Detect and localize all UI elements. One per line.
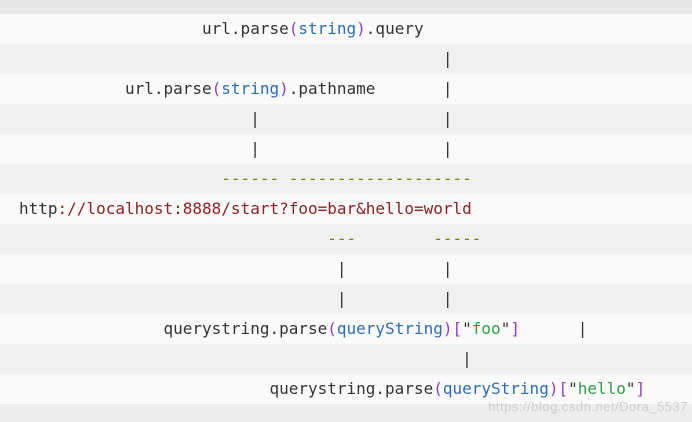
code-segment: ]	[510, 319, 520, 338]
code-segment: [	[558, 379, 569, 398]
code-segment: (	[433, 379, 443, 398]
code-line-15	[0, 404, 692, 422]
code-segment: -------------------	[279, 169, 472, 188]
code-segment: url.parse	[19, 19, 289, 38]
code-segment: .pathname	[288, 79, 376, 98]
code-segment: |	[375, 79, 453, 98]
code-segment: ------	[19, 169, 280, 188]
code-segment: |	[19, 259, 347, 278]
code-segment: "	[500, 319, 511, 338]
code-segment: "	[625, 379, 636, 398]
code-segment: |	[19, 139, 260, 158]
code-segment: |	[19, 349, 472, 368]
code-segment: |	[519, 319, 588, 338]
code-segment: string	[298, 19, 357, 38]
code-segment: "	[462, 319, 472, 338]
code-segment: .query	[365, 19, 424, 38]
code-segment: |	[259, 139, 453, 158]
code-segment: url.parse	[19, 79, 212, 98]
code-segment: ://localhost:8888/start?foo=bar&hello=wo…	[57, 199, 472, 218]
code-line-14: querystring.parse(queryString)["hello"]	[0, 374, 692, 404]
code-segment: )	[356, 19, 366, 38]
code-line-10: | |	[0, 254, 692, 284]
code-segment: hello	[577, 379, 626, 398]
code-segment: queryString	[442, 379, 549, 398]
code-segment: |	[346, 289, 453, 308]
code-line-11: | |	[0, 284, 692, 314]
code-segment: ---	[19, 229, 357, 248]
code-segment: |	[259, 109, 453, 128]
code-segment: http	[19, 199, 58, 218]
code-segment: )	[442, 319, 453, 338]
code-segment: queryString	[336, 319, 443, 338]
code-line-6: | |	[0, 134, 692, 164]
code-line-3: |	[0, 44, 692, 74]
code-line-13: |	[0, 344, 692, 374]
code-line-4: url.parse(string).pathname |	[0, 74, 692, 104]
code-segment: string	[221, 79, 280, 98]
code-line-1	[0, 0, 692, 14]
code-segment: |	[346, 259, 453, 278]
code-segment: (	[327, 319, 337, 338]
code-line-12: querystring.parse(queryString)["foo"] |	[0, 314, 692, 344]
code-segment: (	[211, 79, 222, 98]
code-line-8: http://localhost:8888/start?foo=bar&hell…	[0, 194, 692, 224]
code-line-5: | |	[0, 104, 692, 134]
code-segment: [	[452, 319, 463, 338]
code-segment: querystring.parse	[19, 379, 434, 398]
code-segment: |	[19, 49, 453, 68]
code-segment: ]	[635, 379, 646, 398]
code-segment: -----	[356, 229, 482, 248]
code-segment: )	[279, 79, 289, 98]
code-segment: querystring.parse	[19, 319, 328, 338]
code-line-9: --- -----	[0, 224, 692, 254]
code-segment: foo	[471, 319, 501, 338]
code-line-2: url.parse(string).query	[0, 14, 692, 44]
code-segment: |	[19, 109, 260, 128]
code-segment: "	[568, 379, 578, 398]
code-segment: (	[288, 19, 299, 38]
code-segment: )	[548, 379, 559, 398]
code-line-7: ------ -------------------	[0, 164, 692, 194]
code-segment: |	[19, 289, 347, 308]
